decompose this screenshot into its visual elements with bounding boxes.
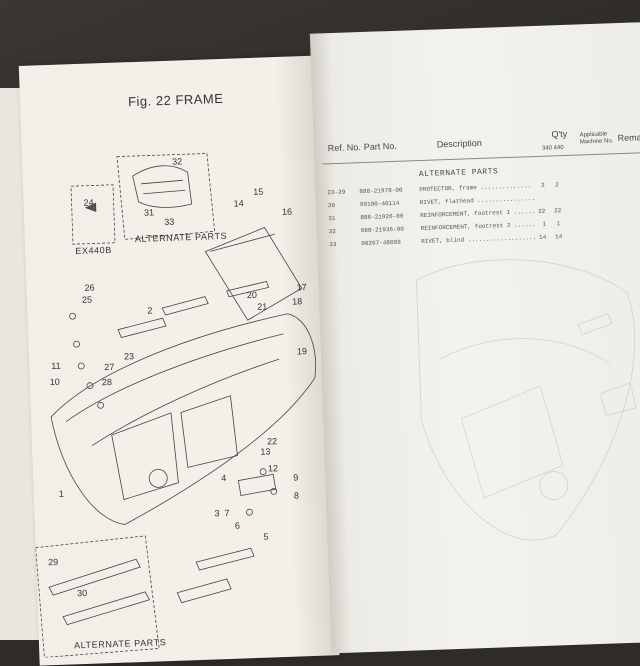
callout-number: 6 xyxy=(235,521,240,531)
bracket-part xyxy=(132,165,193,208)
remarks-header: Remarks xyxy=(617,131,640,144)
callout-number: 13 xyxy=(260,446,270,456)
hood-part xyxy=(204,227,303,321)
alternate-parts-box-top xyxy=(116,153,216,240)
callout-number: 3 xyxy=(214,508,219,518)
figure-title: Fig. 22 FRAME xyxy=(127,90,224,110)
parts-catalog-book: Fig. 22 FRAME xyxy=(18,21,640,666)
left-page: Fig. 22 FRAME xyxy=(18,55,340,666)
applicable-header: Applicable Machine No. xyxy=(579,131,614,146)
callout-number: 23 xyxy=(124,351,134,361)
callout-number: 1 xyxy=(59,489,64,499)
alternate-parts-label-top: ALTERNATE PARTS xyxy=(135,231,228,244)
decal-icon xyxy=(84,202,97,212)
callout-number: 8 xyxy=(294,490,299,500)
callout-number: 5 xyxy=(263,532,268,542)
callout-number: 20 xyxy=(247,290,257,300)
callout-number: 33 xyxy=(164,217,174,227)
part-no-header: Part No. xyxy=(363,140,397,152)
model-box xyxy=(70,184,116,245)
footrest-area xyxy=(111,412,179,501)
callout-number: 14 xyxy=(234,198,244,208)
hatch-circle xyxy=(148,468,168,488)
alternate-parts-box-bottom xyxy=(35,535,160,658)
callout-number: 29 xyxy=(48,557,58,567)
callout-number: 30 xyxy=(77,588,87,598)
callout-number: 11 xyxy=(51,361,61,371)
callout-number: 21 xyxy=(257,301,267,311)
callout-number: 16 xyxy=(282,207,292,217)
callout-number: 17 xyxy=(296,282,306,292)
callout-number: 4 xyxy=(221,473,226,483)
callout-number: 7 xyxy=(224,508,229,518)
alternate-parts-label-bottom: ALTERNATE PARTS xyxy=(74,637,167,650)
callout-number: 15 xyxy=(253,187,263,197)
callout-number: 10 xyxy=(50,377,60,387)
callout-number: 18 xyxy=(292,296,302,306)
callout-number: 19 xyxy=(297,346,307,356)
frame-exploded-diagram: ALTERNATE PARTS EX440B ALTERNATE PARTS 1… xyxy=(35,153,316,658)
callout-number: 2 xyxy=(147,305,152,315)
qty-models-header: 340 440 xyxy=(541,145,564,152)
description-header: Description xyxy=(436,137,482,150)
ref-no-header: Ref. No. xyxy=(327,142,361,154)
callout-number: 31 xyxy=(144,207,154,217)
callout-number: 26 xyxy=(84,282,94,292)
callout-number: 24 xyxy=(83,197,93,207)
callout-number: 32 xyxy=(172,156,182,166)
model-label: EX440B xyxy=(75,245,112,256)
callout-number: 22 xyxy=(267,436,277,446)
strip-part xyxy=(117,317,167,339)
callout-number: 12 xyxy=(268,463,278,473)
callout-number: 27 xyxy=(104,362,114,372)
qty-header: Q'ty xyxy=(551,128,568,140)
hull-body xyxy=(50,313,316,525)
show-through-diagram xyxy=(416,259,637,541)
callout-numbers: 1 2 3 4 5 6 7 8 9 10 11 12 13 14 15 16 1… xyxy=(48,156,307,598)
callout-number: 9 xyxy=(293,472,298,482)
callout-number: 28 xyxy=(102,377,112,387)
callout-number: 25 xyxy=(82,295,92,305)
